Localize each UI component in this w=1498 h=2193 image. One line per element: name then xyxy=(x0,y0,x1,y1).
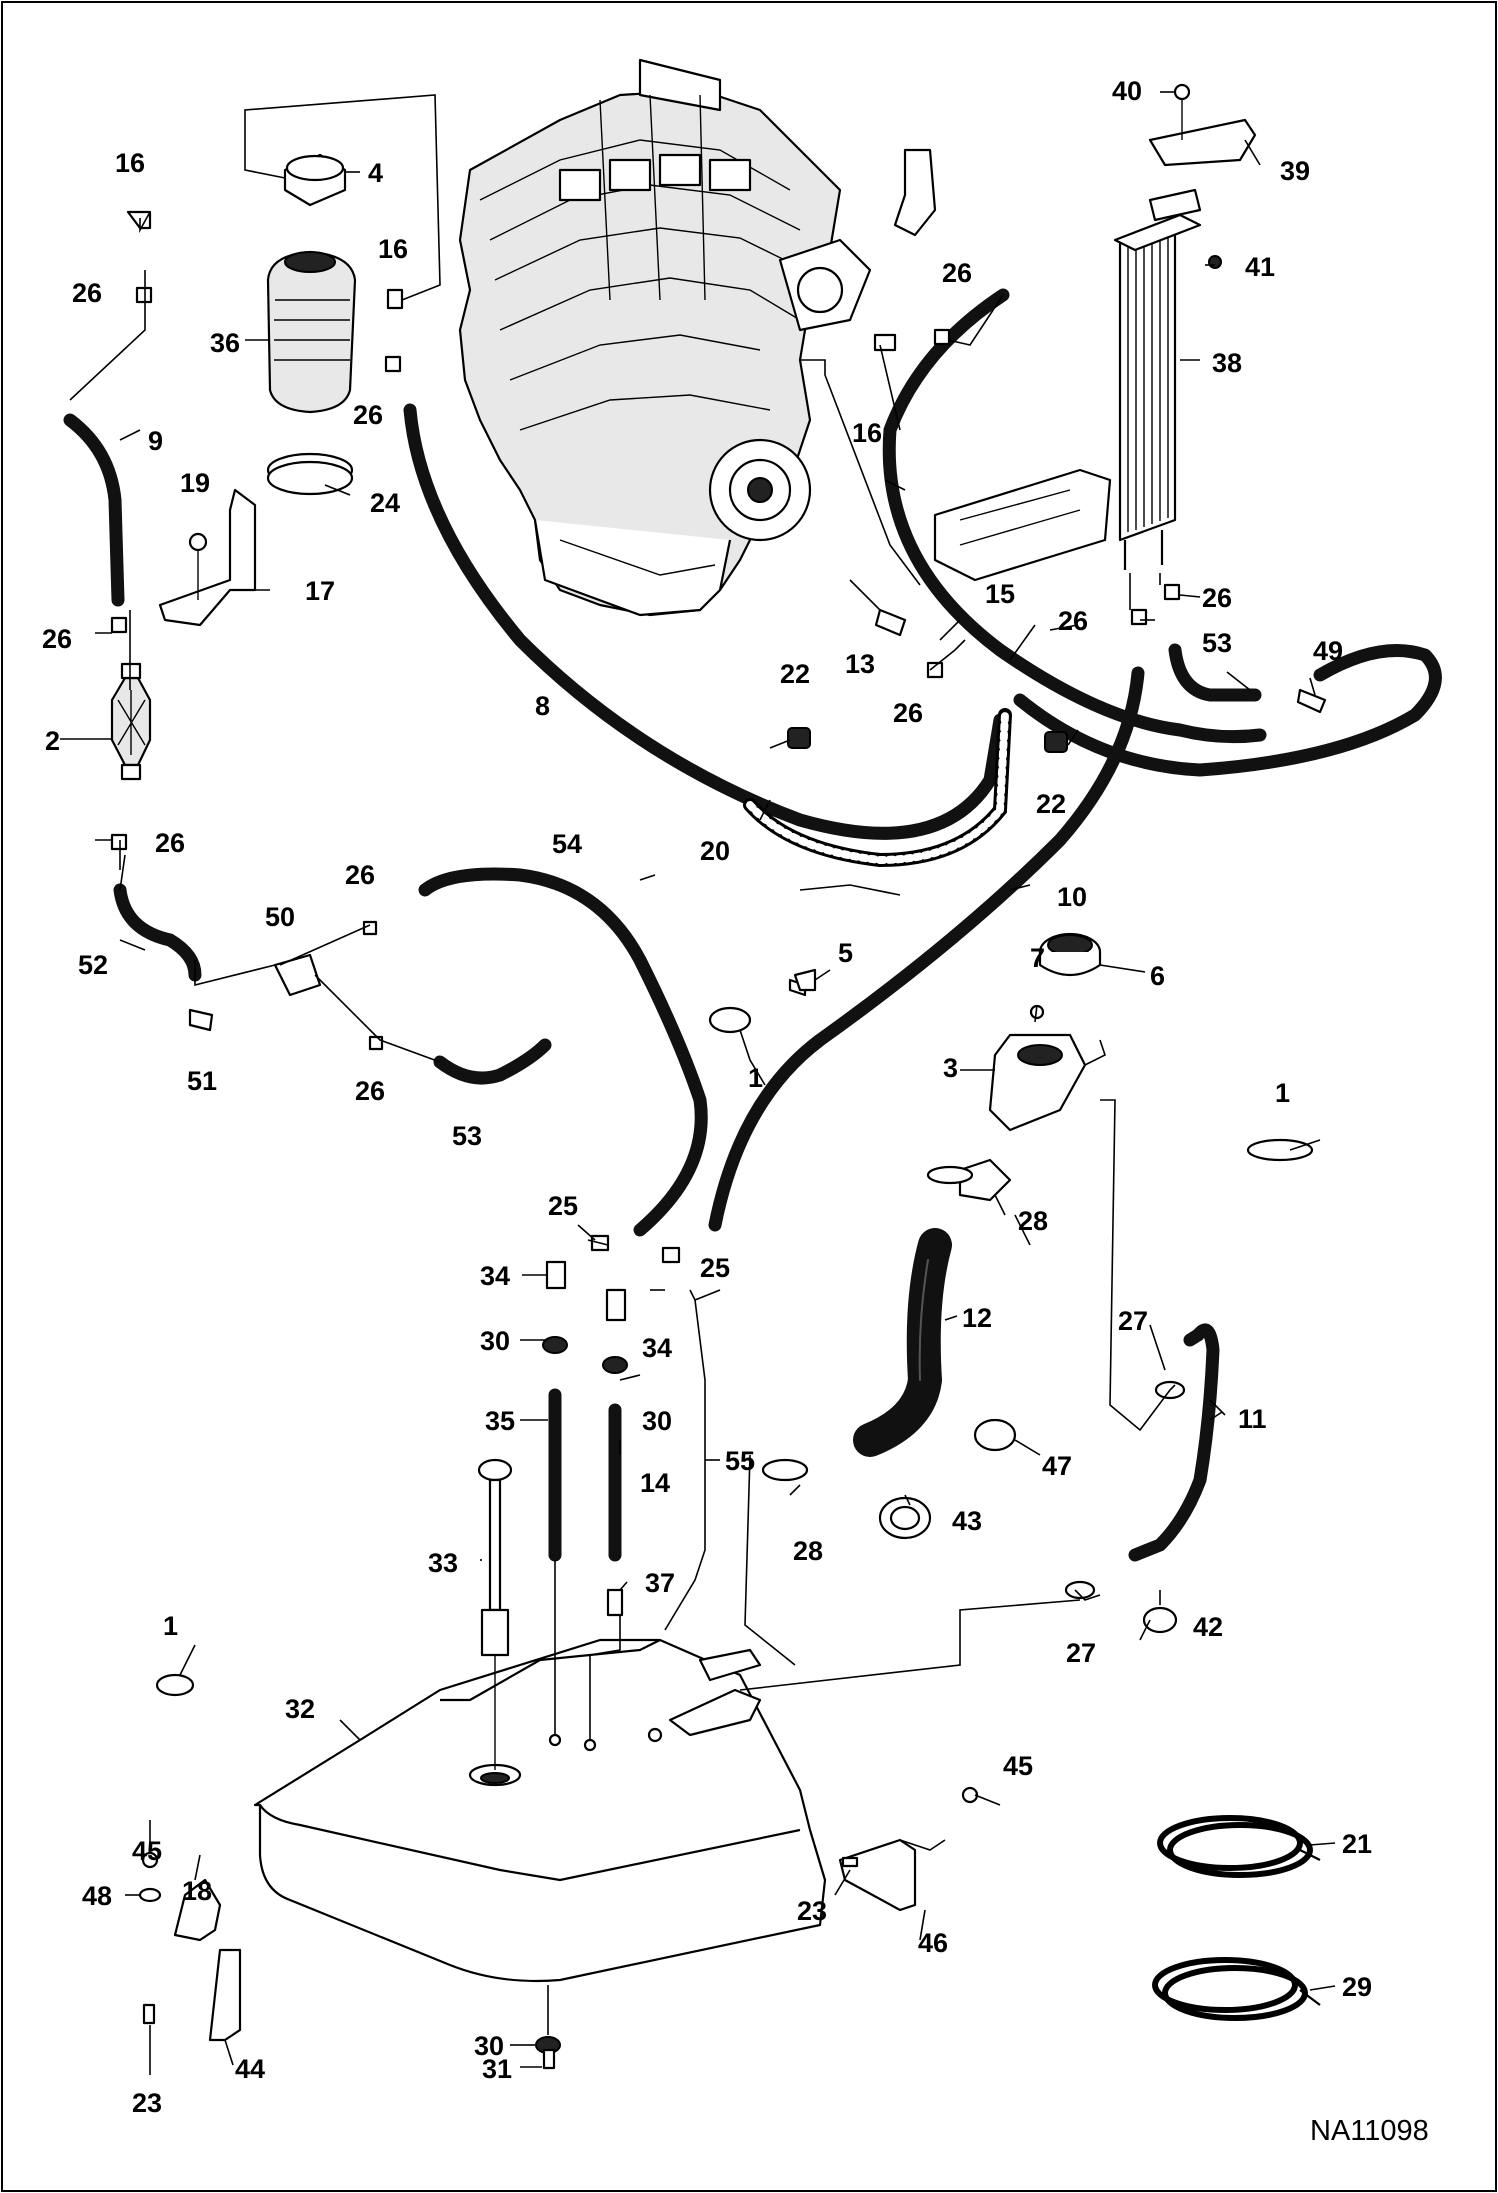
callout-4: 4 xyxy=(368,158,383,188)
callout-30-a: 30 xyxy=(480,1326,510,1356)
hose-coils xyxy=(1152,1815,1321,2021)
callout-16-a: 16 xyxy=(115,148,145,178)
callout-43: 43 xyxy=(952,1506,982,1536)
callout-46: 46 xyxy=(918,1928,948,1958)
callout-5: 5 xyxy=(838,938,853,968)
callout-23-a: 23 xyxy=(797,1896,827,1926)
fuel-pump-bulb xyxy=(110,662,152,781)
callout-26-j: 26 xyxy=(1202,583,1232,613)
callout-52: 52 xyxy=(78,950,108,980)
callout-27-b: 27 xyxy=(1066,1638,1096,1668)
callout-29: 29 xyxy=(1342,1972,1372,2002)
callout-44: 44 xyxy=(235,2054,265,2084)
callout-6: 6 xyxy=(1150,961,1165,991)
callout-7: 7 xyxy=(1030,943,1045,973)
callout-28-a: 28 xyxy=(1018,1206,1048,1236)
callout-25-a: 25 xyxy=(548,1191,578,1221)
callout-26-h: 26 xyxy=(893,698,923,728)
callout-8: 8 xyxy=(535,691,550,721)
callout-34-a: 34 xyxy=(480,1261,510,1291)
callout-10: 10 xyxy=(1057,882,1087,912)
callout-labels: 16 4 26 36 16 26 9 24 19 17 26 2 26 52 5… xyxy=(42,76,1372,2118)
callout-3: 3 xyxy=(943,1053,958,1083)
callout-34-b: 34 xyxy=(642,1333,672,1363)
fuel-filter-assembly xyxy=(158,153,357,627)
callout-16-b: 16 xyxy=(378,234,408,264)
callout-32: 32 xyxy=(285,1694,315,1724)
callout-17: 17 xyxy=(305,576,335,606)
callout-14: 14 xyxy=(640,1468,670,1498)
callout-53-a: 53 xyxy=(452,1121,482,1151)
callout-22-a: 22 xyxy=(780,659,810,689)
drawing-code: NA11098 xyxy=(1310,2115,1429,2147)
callout-12: 12 xyxy=(962,1303,992,1333)
callout-16-c: 16 xyxy=(852,418,882,448)
callout-54: 54 xyxy=(552,829,582,859)
callout-51: 51 xyxy=(187,1066,217,1096)
callout-2: 2 xyxy=(45,726,60,756)
callout-42: 42 xyxy=(1193,1612,1223,1642)
callout-39: 39 xyxy=(1280,156,1310,186)
callout-21: 21 xyxy=(1342,1829,1372,1859)
callout-25-b: 25 xyxy=(700,1253,730,1283)
engine-assembly xyxy=(458,58,937,617)
callout-45-a: 45 xyxy=(1003,1751,1033,1781)
callout-33: 33 xyxy=(428,1548,458,1578)
callout-53-b: 53 xyxy=(1202,628,1232,658)
callout-55: 55 xyxy=(725,1446,755,1476)
callout-47: 47 xyxy=(1042,1451,1072,1481)
callout-45-b: 45 xyxy=(132,1836,162,1866)
callout-24: 24 xyxy=(370,488,400,518)
callout-13: 13 xyxy=(845,649,875,679)
callout-1-a: 1 xyxy=(748,1063,763,1093)
filler-neck-assembly xyxy=(708,932,1314,1202)
fuel-tank xyxy=(173,1638,917,2042)
callout-11: 11 xyxy=(1238,1404,1267,1434)
callout-26-e: 26 xyxy=(345,860,375,890)
callout-26-c: 26 xyxy=(42,624,72,654)
callout-26-i: 26 xyxy=(1058,606,1088,636)
fuel-cooler-assembly xyxy=(933,83,1257,582)
fittings xyxy=(110,210,1327,2070)
callout-27-a: 27 xyxy=(1118,1306,1148,1336)
callout-1-b: 1 xyxy=(1275,1078,1290,1108)
callout-31: 31 xyxy=(482,2054,512,2084)
callout-26-d: 26 xyxy=(155,828,185,858)
callout-9: 9 xyxy=(148,426,163,456)
callout-40: 40 xyxy=(1112,76,1142,106)
callout-22-b: 22 xyxy=(1036,789,1066,819)
callout-26-f: 26 xyxy=(355,1076,385,1106)
callout-26-a: 26 xyxy=(72,278,102,308)
callout-41: 41 xyxy=(1245,252,1275,282)
callout-48: 48 xyxy=(82,1881,112,1911)
callout-15: 15 xyxy=(985,579,1015,609)
callout-26-g: 26 xyxy=(942,258,972,288)
callout-1-c: 1 xyxy=(163,1611,178,1641)
callout-30-b: 30 xyxy=(642,1406,672,1436)
leader-lines xyxy=(60,91,1336,2075)
callout-28-b: 28 xyxy=(793,1536,823,1566)
callout-50: 50 xyxy=(265,902,295,932)
callout-20: 20 xyxy=(700,836,730,866)
callout-37: 37 xyxy=(645,1568,675,1598)
callout-38: 38 xyxy=(1212,348,1242,378)
callout-18: 18 xyxy=(182,1876,212,1906)
callout-23-b: 23 xyxy=(132,2088,162,2118)
hoses xyxy=(63,288,1442,1562)
callout-26-b: 26 xyxy=(353,400,383,430)
fuel-sender xyxy=(477,1458,513,1770)
callout-35: 35 xyxy=(485,1406,515,1436)
callout-36: 36 xyxy=(210,328,240,358)
callout-30-c: 30 xyxy=(474,2031,504,2061)
callout-49: 49 xyxy=(1313,636,1343,666)
callout-19: 19 xyxy=(180,468,210,498)
